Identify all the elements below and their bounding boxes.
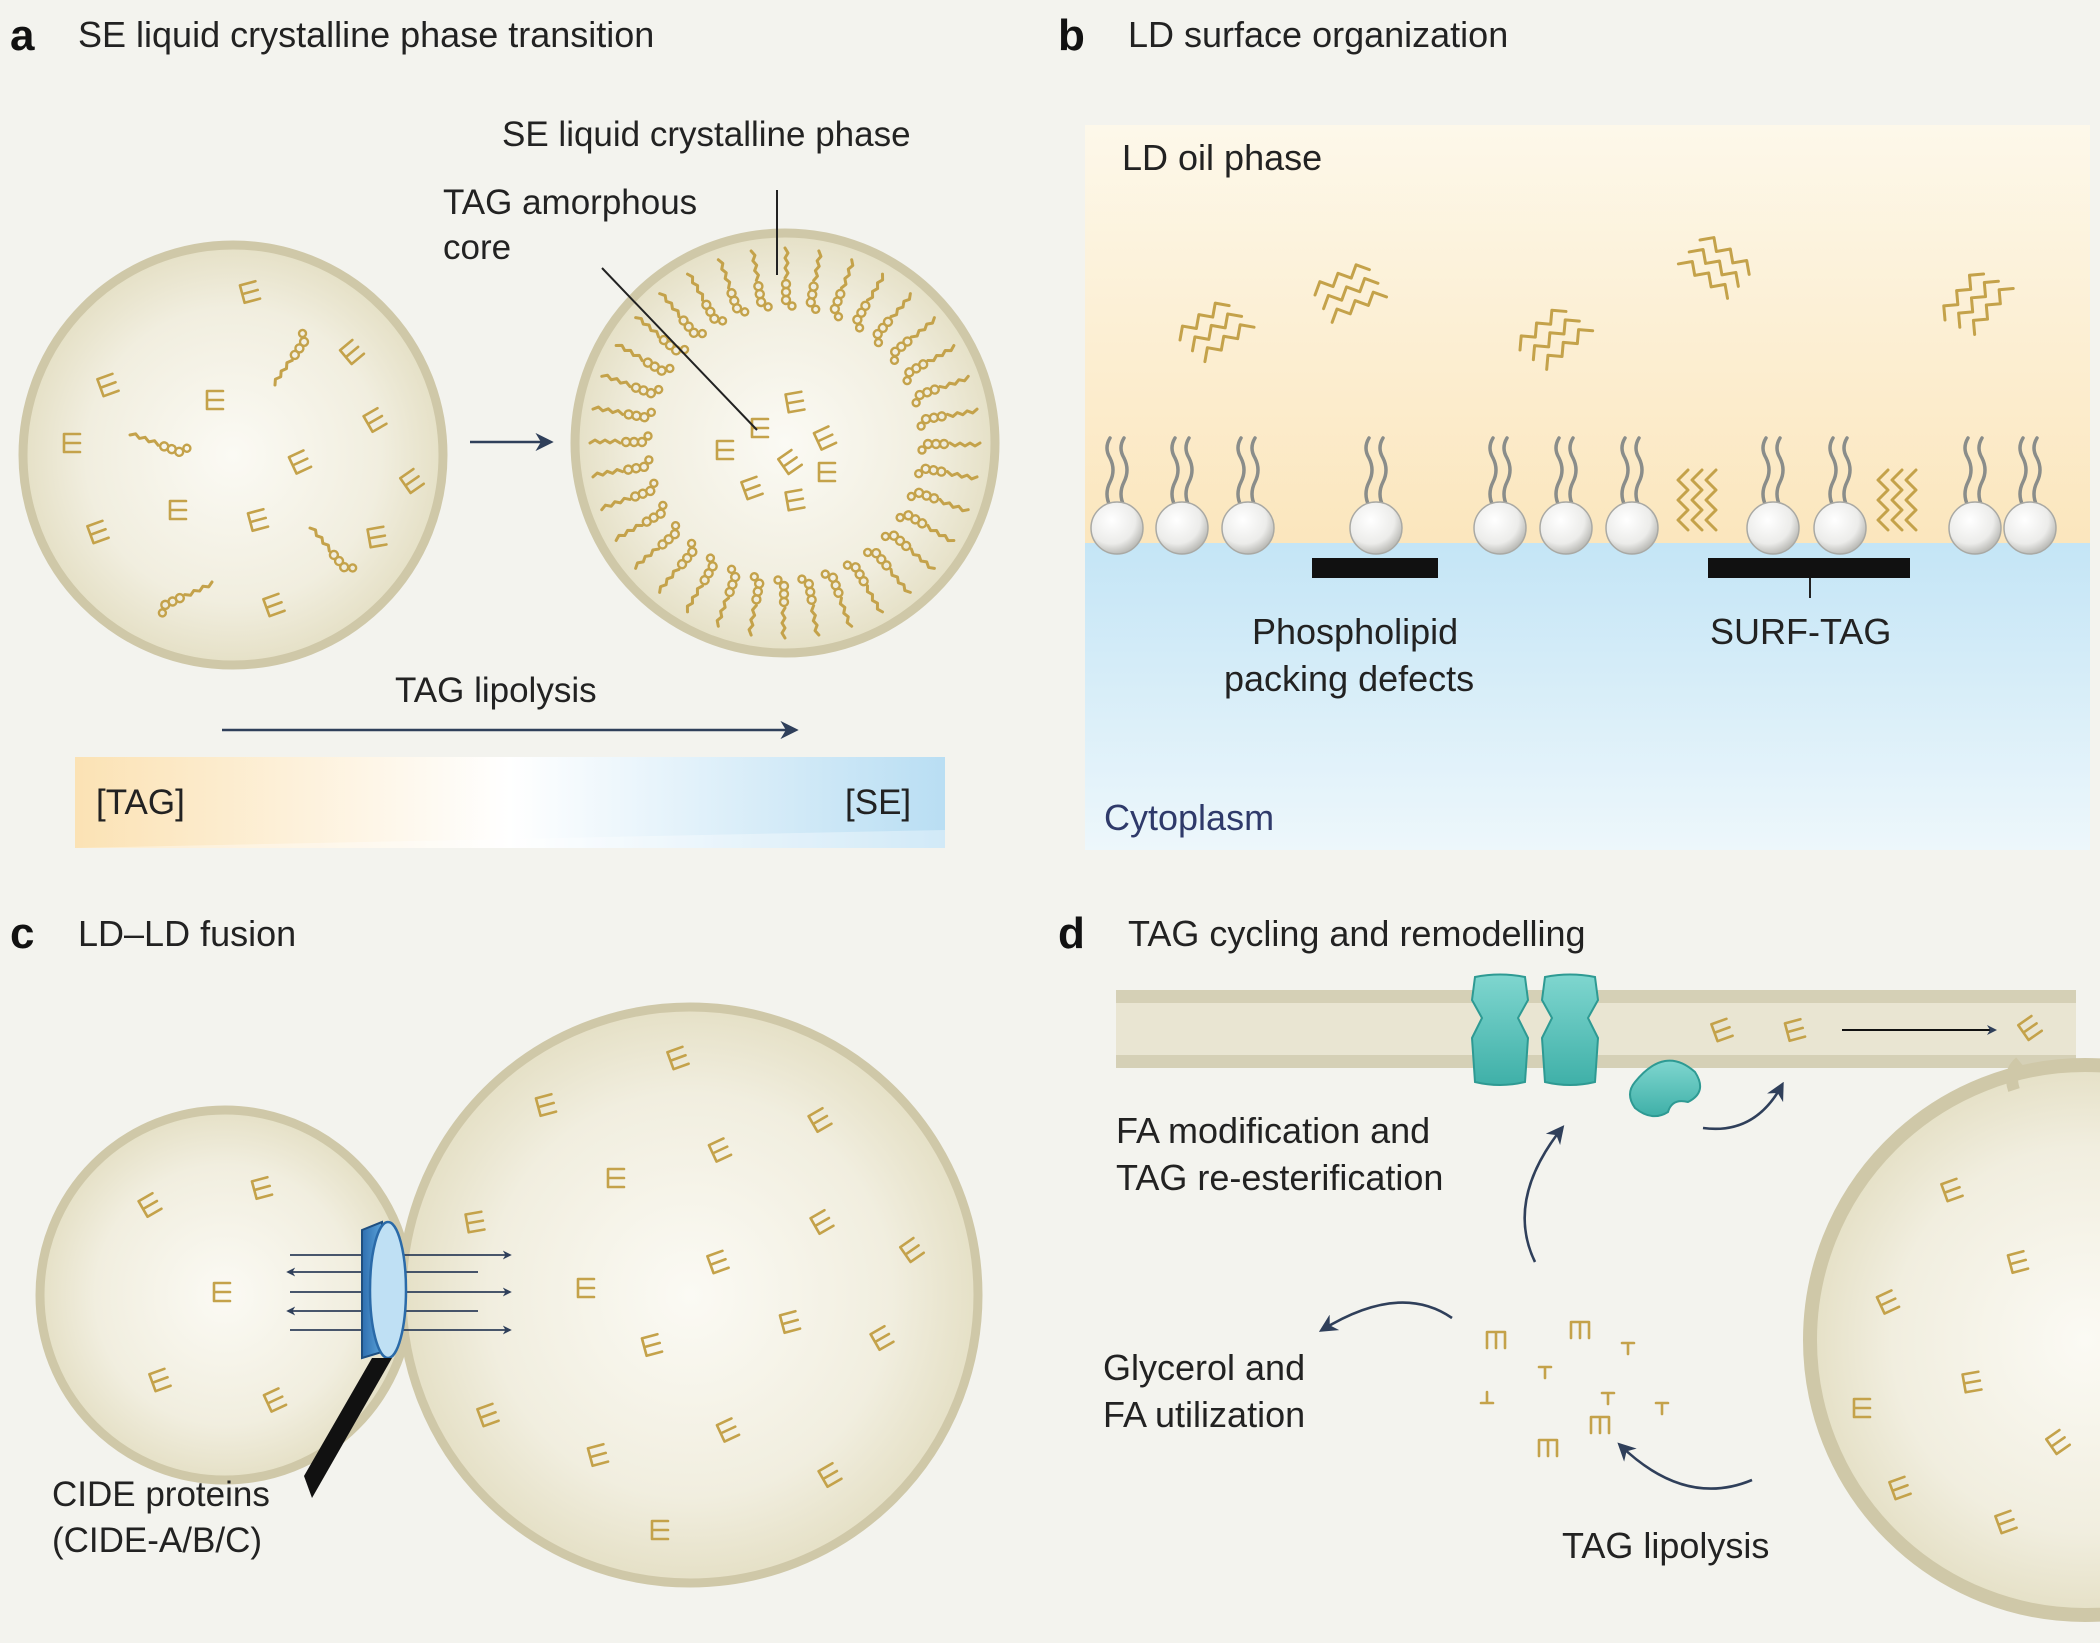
label-cide-line1: CIDE proteins <box>52 1475 270 1514</box>
panel-c: c LD–LD fusion <box>10 909 983 1588</box>
er-neck <box>2006 1057 2025 1092</box>
label-se-concentration: [SE] <box>845 783 911 822</box>
panel-d-letter: d <box>1058 909 1085 958</box>
surf-tag-bar <box>1708 558 1910 578</box>
cide-pore-icon <box>361 1220 408 1360</box>
label-se-phase: SE liquid crystalline phase <box>502 115 911 154</box>
panel-a-title: SE liquid crystalline phase transition <box>78 14 654 55</box>
panel-a: a SE liquid crystalline phase transition <box>10 11 1000 848</box>
gradient-divider <box>75 830 945 848</box>
cide-pointer <box>304 1358 392 1498</box>
arrow-to-membrane <box>1702 1081 1784 1131</box>
droplet-se-liquid-crystalline <box>570 228 1000 658</box>
panel-b-title: LD surface organization <box>1128 14 1508 55</box>
panel-a-letter: a <box>10 11 35 60</box>
label-tag-lipolysis-a: TAG lipolysis <box>395 671 597 710</box>
label-oil-phase: LD oil phase <box>1122 137 1322 178</box>
panel-b: b LD surface organization LD oil phase C… <box>1058 11 2090 850</box>
label-tag-core-line2: core <box>443 228 511 267</box>
label-tag-lipolysis-d: TAG lipolysis <box>1562 1525 1769 1566</box>
label-tag-concentration: [TAG] <box>96 783 185 822</box>
droplet-tag-rich <box>18 240 448 670</box>
label-defects-line2: packing defects <box>1224 658 1474 699</box>
panel-d-title: TAG cycling and remodelling <box>1128 913 1586 954</box>
arrow-utilization <box>1318 1301 1453 1332</box>
panel-c-title: LD–LD fusion <box>78 913 296 954</box>
label-fa-modification-line2: TAG re-esterification <box>1116 1157 1443 1198</box>
label-surf-tag: SURF-TAG <box>1710 611 1891 652</box>
label-cytoplasm: Cytoplasm <box>1104 797 1274 838</box>
panel-d: d TAG cycling and remodelling <box>1058 909 2100 1622</box>
label-cide-line2: (CIDE-A/B/C) <box>52 1521 262 1560</box>
arrow-lipolysis <box>1617 1442 1753 1490</box>
fatty-acid-fragments <box>1479 1320 1670 1458</box>
packing-defect-bar <box>1312 558 1438 578</box>
cytoplasm-region <box>1085 543 2090 850</box>
label-defects-line1: Phospholipid <box>1252 611 1458 652</box>
concentration-gradient <box>75 757 945 848</box>
oil-phase-region <box>1085 125 2090 543</box>
panel-c-letter: c <box>10 909 34 958</box>
arrow-re-esterification <box>1523 1125 1565 1263</box>
small-droplet <box>35 1105 415 1485</box>
label-fa-modification-line1: FA modification and <box>1116 1110 1430 1151</box>
label-tag-core-line1: TAG amorphous <box>443 183 697 222</box>
label-glycerol-line1: Glycerol and <box>1103 1347 1305 1388</box>
tag-core-pointer <box>601 267 758 431</box>
enzyme-icon <box>1470 973 1702 1118</box>
panel-b-letter: b <box>1058 11 1085 60</box>
large-droplet <box>397 1002 983 1588</box>
label-glycerol-line2: FA utilization <box>1103 1394 1305 1435</box>
budding-droplet <box>1803 1058 2100 1622</box>
